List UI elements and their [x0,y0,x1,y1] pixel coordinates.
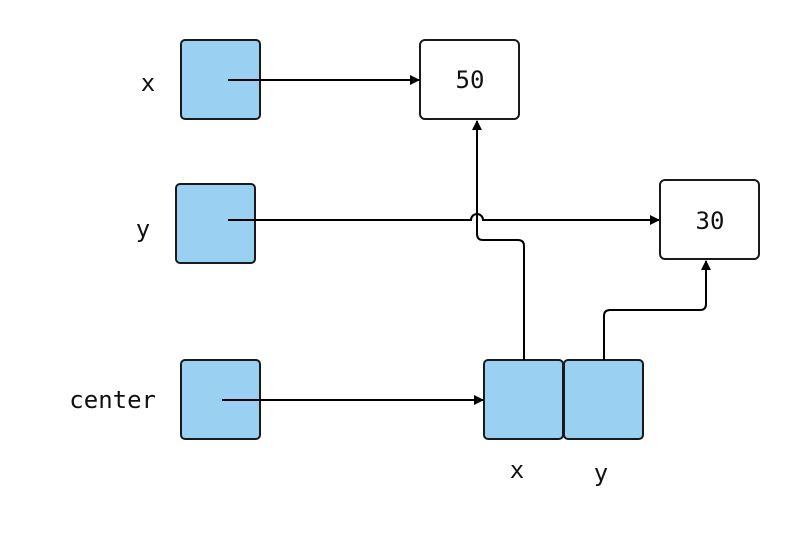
var-label-center: center [69,386,156,414]
object-field-y [563,359,644,440]
var-label-y: y [136,215,150,243]
var-label-x: x [141,69,155,97]
object-field-x [483,359,564,440]
var-cell-y [175,183,256,264]
value-text-50: 50 [456,66,485,94]
value-box-50 [419,39,520,120]
value-box-30 [659,179,760,260]
arrow-field-x-to-50 [472,120,525,360]
object-field-label-y: y [594,459,608,487]
value-text-30: 30 [696,207,725,235]
arrow-field-y-to-30 [603,260,711,360]
arrow-y-to-30 [228,213,660,225]
object-field-label-x: x [510,456,524,484]
